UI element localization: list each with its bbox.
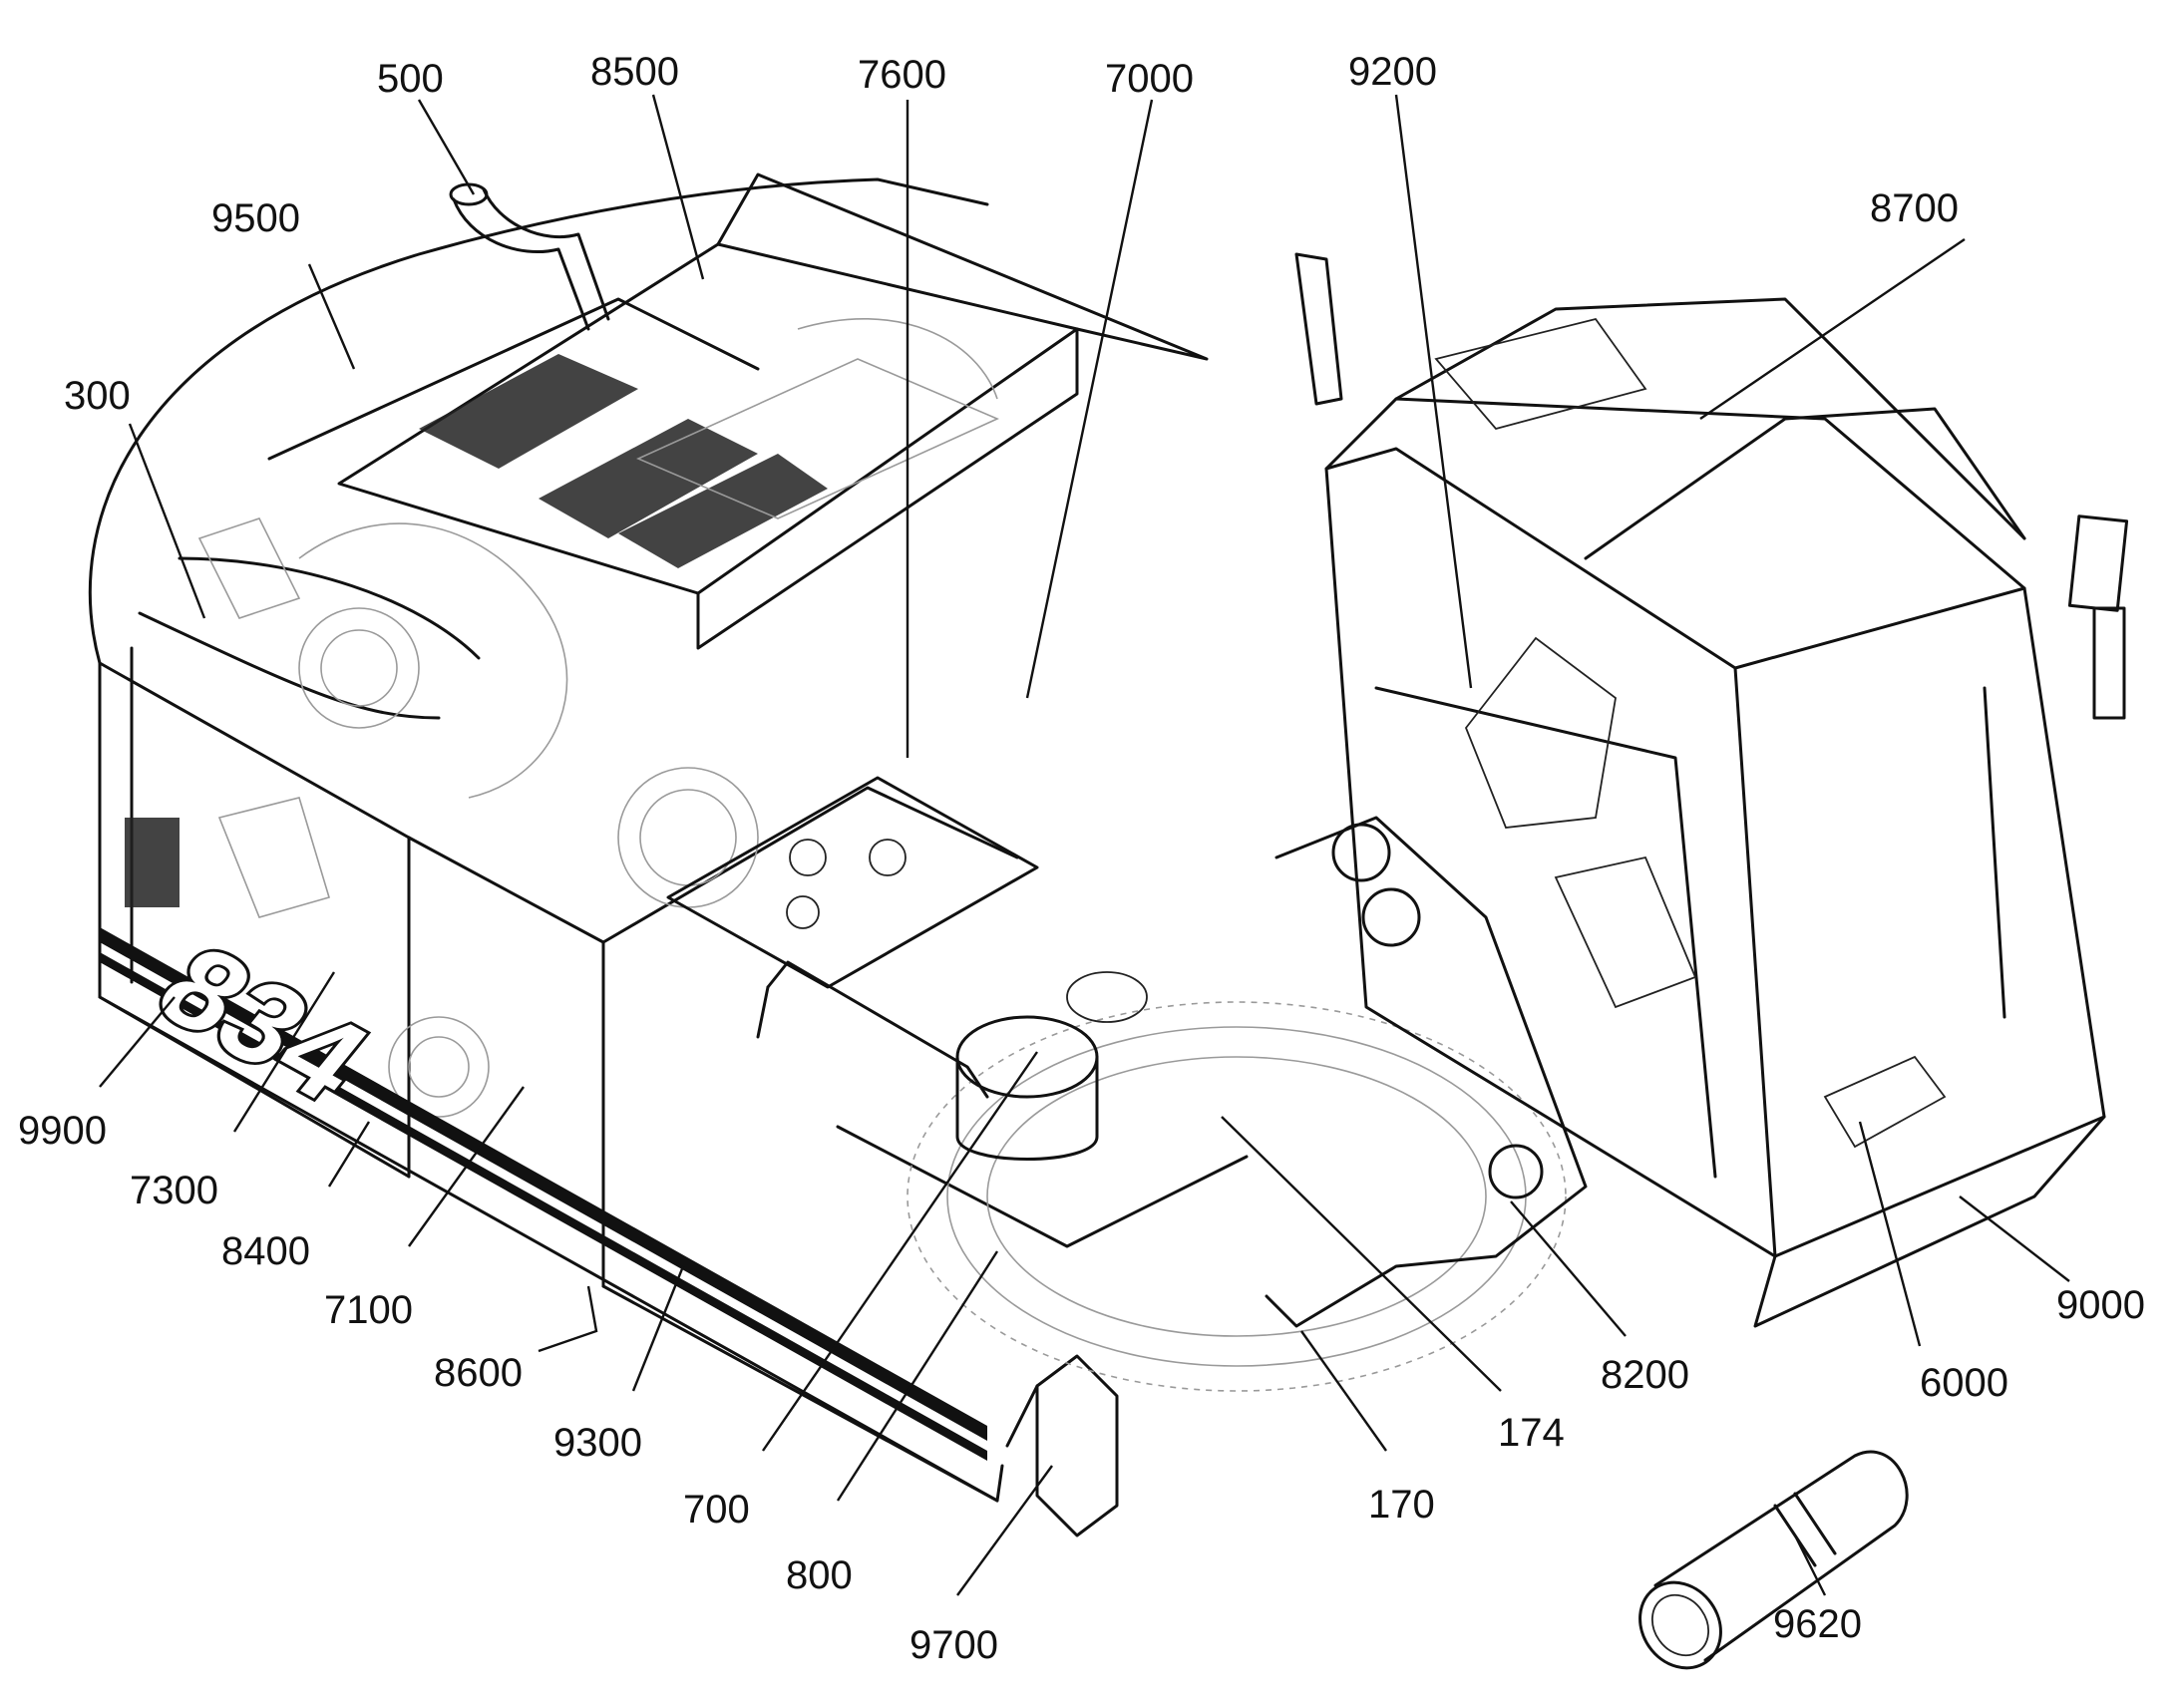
leader-8600 <box>538 1285 598 1353</box>
callout-8500: 8500 <box>590 50 679 94</box>
side-vent-grille <box>125 818 180 907</box>
leader-8700 <box>1699 238 1966 420</box>
callout-6000: 6000 <box>1920 1361 2008 1405</box>
exhaust-stack <box>449 182 610 331</box>
callout-300: 300 <box>64 374 131 418</box>
leader-8200 <box>1510 1200 1627 1337</box>
leader-9200 <box>1394 94 1473 689</box>
operator-cab <box>1294 252 2129 1328</box>
callout-9700: 9700 <box>909 1623 998 1667</box>
callout-7100: 7100 <box>324 1288 413 1332</box>
callout-9000: 9000 <box>2056 1283 2145 1327</box>
engine-hood <box>337 172 1209 650</box>
leader-9700 <box>956 1465 1053 1596</box>
callout-7300: 7300 <box>130 1169 218 1212</box>
hydraulic-tank-panel <box>666 776 1039 989</box>
leader-8400 <box>327 1121 371 1188</box>
callout-9200: 9200 <box>1348 50 1437 94</box>
callout-7000: 7000 <box>1105 57 1194 101</box>
callout-700: 700 <box>683 1488 750 1532</box>
callout-9300: 9300 <box>553 1421 642 1465</box>
hood-grille-1 <box>419 354 638 469</box>
leader-6000 <box>1858 1121 1922 1347</box>
callout-500: 500 <box>377 57 444 101</box>
callout-9620: 9620 <box>1773 1602 1862 1646</box>
model-decal-text: 834 <box>134 922 394 1125</box>
counterweight-housing <box>88 177 1019 1503</box>
leader-170 <box>1300 1330 1387 1452</box>
callout-9500: 9500 <box>211 196 300 240</box>
leader-9900 <box>99 996 176 1088</box>
callout-9900: 9900 <box>18 1109 107 1153</box>
swing-motor <box>955 971 1148 1161</box>
leader-300 <box>128 423 206 619</box>
hood-grille-3 <box>618 454 828 568</box>
leader-9620 <box>1793 1535 1827 1596</box>
leader-174 <box>1221 1116 1502 1392</box>
leader-500 <box>417 99 476 195</box>
document-tube <box>1638 1450 1909 1670</box>
callout-8200: 8200 <box>1601 1353 1689 1397</box>
leader-9300 <box>631 1265 685 1392</box>
swing-bearing-ring <box>907 1001 1567 1392</box>
callout-170: 170 <box>1368 1483 1435 1527</box>
callout-174: 174 <box>1498 1411 1565 1455</box>
leader-lines <box>99 94 2070 1596</box>
callout-8400: 8400 <box>221 1229 310 1273</box>
fuel-tank-handrail <box>756 960 1249 1537</box>
leader-7100 <box>408 1086 525 1247</box>
leader-800 <box>836 1250 999 1502</box>
boom-foot-frame <box>1265 816 1588 1328</box>
engine-internals <box>197 317 999 1118</box>
callout-800: 800 <box>786 1553 853 1597</box>
decal-stripe-lower <box>100 952 987 1461</box>
hood-grille-2 <box>539 419 758 538</box>
decal-stripe-upper <box>100 927 987 1441</box>
side-panel-decal: 834 <box>100 818 987 1461</box>
callout-8600: 8600 <box>434 1351 523 1395</box>
callout-8700: 8700 <box>1870 186 1959 230</box>
leader-7000 <box>1025 99 1154 699</box>
callout-labels: 500 8500 7600 7000 9200 9500 8700 300 99… <box>18 50 2145 1667</box>
leader-8500 <box>651 94 705 280</box>
leader-7300 <box>232 971 336 1133</box>
leader-9000 <box>1959 1196 2070 1282</box>
leader-9500 <box>307 263 356 370</box>
callout-7600: 7600 <box>858 53 946 97</box>
leader-700 <box>762 1051 1038 1452</box>
